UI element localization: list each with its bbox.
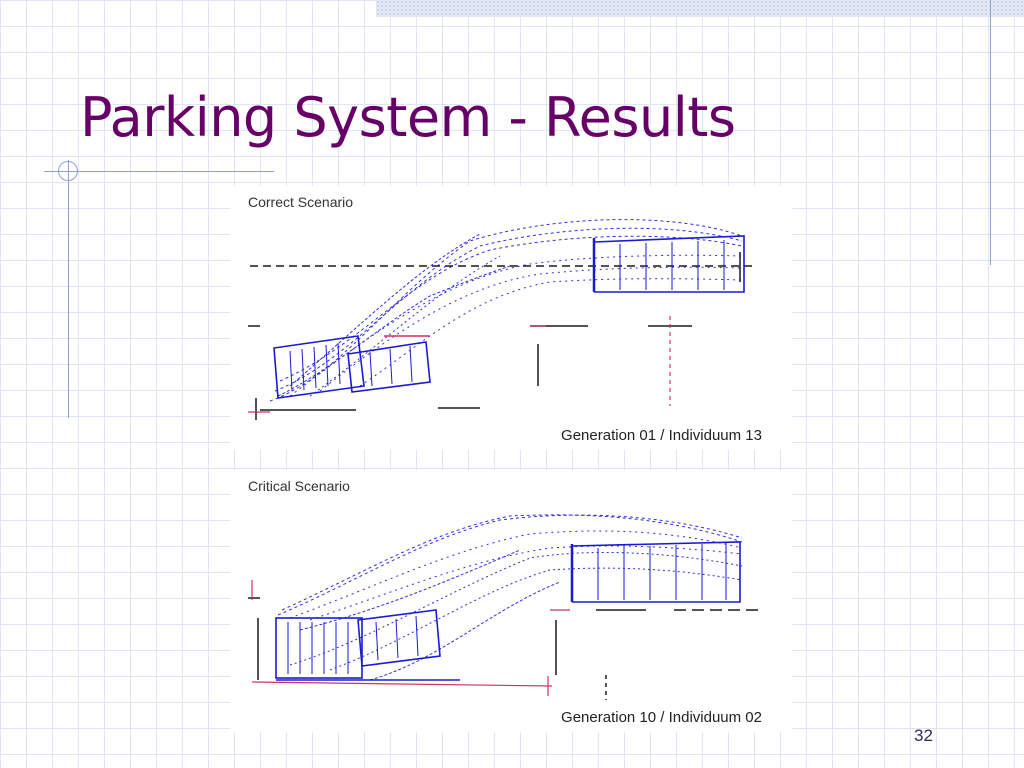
left-decorative-line (68, 160, 69, 418)
scene-frame (248, 597, 760, 700)
generation-caption: Generation 10 / Individuum 02 (561, 709, 762, 726)
scenario-panel-correct: Correct Scenario Generation 01 / Individ… (230, 186, 792, 450)
right-decorative-line (990, 0, 991, 265)
scenario-label: Critical Scenario (248, 478, 350, 494)
pink-markers (251, 580, 570, 696)
trajectory-lines (277, 514, 743, 681)
generation-caption: Generation 01 / Individuum 13 (561, 427, 762, 444)
parking-simulation-critical (248, 514, 760, 700)
vehicle-outlines (275, 541, 741, 681)
rule-circle-ornament (58, 161, 78, 181)
page-number: 32 (914, 726, 933, 745)
vehicle-outlines (273, 235, 745, 399)
parking-simulation-correct (248, 219, 752, 420)
pink-markers (248, 316, 671, 413)
scene-frame (248, 252, 752, 420)
top-decorative-band (376, 0, 1024, 17)
trajectory-lines (269, 219, 743, 402)
scenario-label: Correct Scenario (248, 194, 354, 210)
vehicle-hatching (287, 543, 727, 674)
vehicle-hatching (289, 240, 725, 392)
slide-title: Parking System - Results (80, 86, 736, 149)
scenario-panel-critical: Critical Scenario Generation 10 / Indivi… (230, 470, 792, 732)
title-underline-rule (44, 171, 274, 172)
